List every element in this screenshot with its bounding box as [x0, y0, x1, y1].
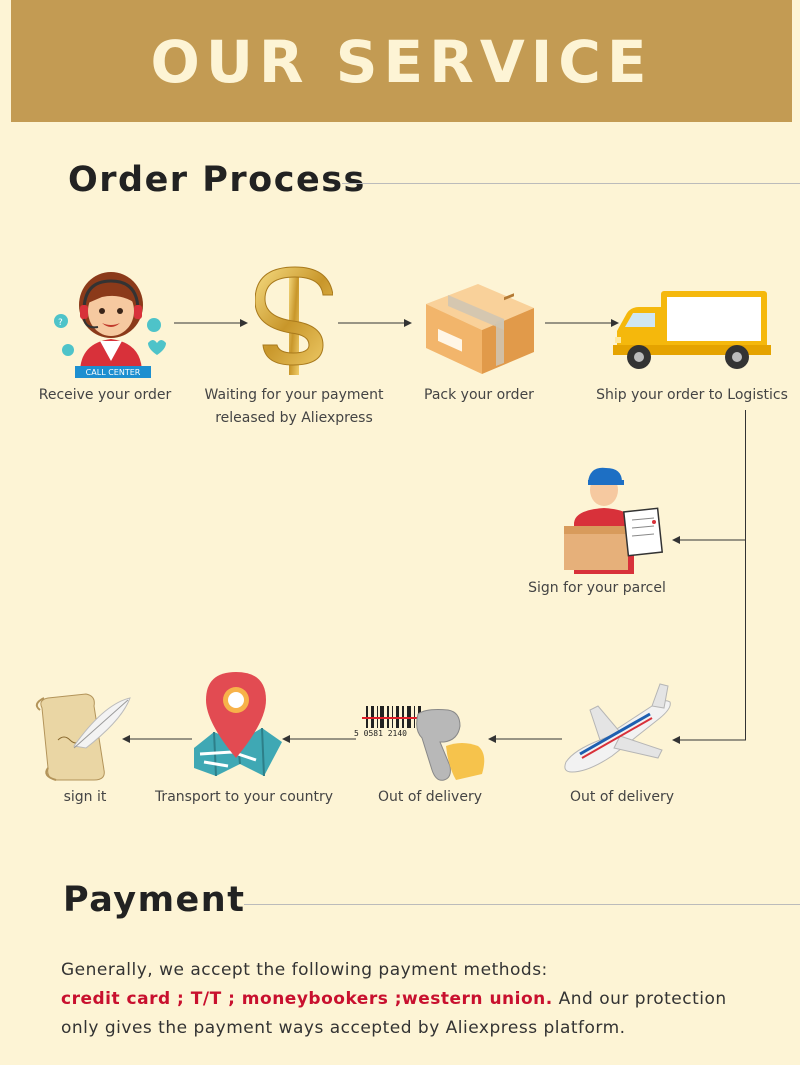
page-title: OUR SERVICE [150, 28, 653, 96]
arrow-left-icon [672, 536, 746, 544]
payment-divider [244, 904, 800, 905]
step-pack-order-label: Pack your order [424, 387, 534, 403]
arrow-left-icon [122, 735, 192, 743]
map-pin-icon [192, 668, 284, 780]
step-out-of-delivery-scan-label: Out of delivery [378, 789, 482, 805]
step-waiting-payment-label: Waiting for your payment released by Ali… [200, 384, 388, 430]
step-waiting-payment-line1: Waiting for your payment [204, 387, 384, 403]
connector-vertical [745, 410, 746, 740]
step-sign-parcel-label: Sign for your parcel [528, 580, 666, 596]
step-sign-it-label: sign it [63, 789, 107, 805]
arrow-left-icon [282, 735, 356, 743]
step-waiting-payment-line2: released by Aliexpress [215, 410, 373, 426]
order-process-heading: Order Process [68, 160, 366, 200]
delivery-truck-icon [613, 287, 771, 375]
arrow-right-icon [174, 319, 248, 327]
arrow-right-icon [338, 319, 412, 327]
package-box-icon [418, 268, 538, 376]
airplane-icon [560, 680, 675, 775]
payment-line-1: Generally, we accept the following payme… [61, 960, 548, 980]
arrow-right-icon [545, 319, 619, 327]
scroll-quill-icon [34, 690, 134, 782]
payment-description: Generally, we accept the following payme… [61, 956, 781, 1043]
step-ship-logistics-label: Ship your order to Logistics [596, 387, 788, 403]
payment-line-2-rest: And our protection [552, 989, 727, 1009]
barcode-number: 5 0581 2140 [354, 729, 407, 738]
payment-heading: Payment [63, 880, 246, 920]
barcode-scanner-icon: 5 0581 2140 [352, 700, 492, 788]
payment-line-3: only gives the payment ways accepted by … [61, 1018, 626, 1038]
dollar-icon [254, 265, 334, 377]
payment-line-2: credit card ; T/T ; moneybookers ;wester… [61, 985, 781, 1014]
courier-with-clipboard-icon [560, 466, 664, 574]
arrow-left-icon [672, 736, 746, 744]
arrow-left-icon [488, 735, 562, 743]
order-process-divider [342, 183, 800, 184]
header-banner: OUR SERVICE [11, 0, 792, 122]
payment-methods: credit card ; T/T ; moneybookers ;wester… [61, 989, 553, 1009]
step-transport-country-label: Transport to your country [154, 789, 334, 805]
step-out-of-delivery-air-label: Out of delivery [570, 789, 674, 805]
step-receive-order-label: Receive your order [38, 387, 172, 403]
svg-text:?: ? [58, 318, 63, 328]
call-center-badge: CALL CENTER [86, 368, 141, 377]
call-center-icon: ? CALL CENTER [50, 265, 172, 380]
